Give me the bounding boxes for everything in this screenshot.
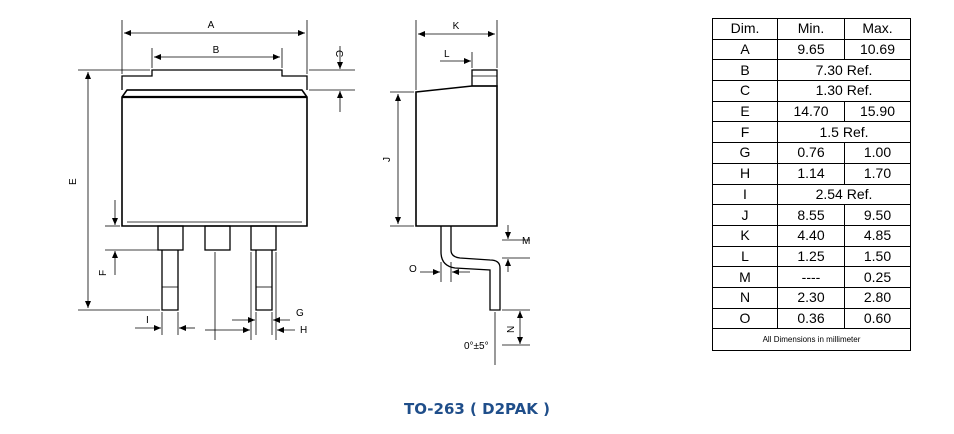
cell-max: 1.50 <box>844 245 911 268</box>
label-H: H <box>300 325 307 336</box>
cell-dim: J <box>712 204 778 226</box>
cell-max: 0.25 <box>844 266 911 288</box>
cell-dim: I <box>712 183 778 206</box>
header-min: Min. <box>777 18 845 40</box>
cell-dim: H <box>712 162 778 185</box>
cell-dim: A <box>712 38 778 61</box>
cell-dim: G <box>712 142 778 164</box>
cell-min: 8.55 <box>777 204 845 226</box>
cell-max: 15.90 <box>844 100 911 123</box>
cell-dim: E <box>712 100 778 123</box>
table-row: M----0.25 <box>712 266 911 288</box>
cell-min: 1.25 <box>777 245 845 268</box>
header-max: Max. <box>844 18 911 40</box>
label-G: G <box>296 308 304 319</box>
cell-max: 1.70 <box>844 162 911 185</box>
label-J: J <box>382 157 393 162</box>
cell-min: 1.14 <box>777 162 845 185</box>
cell-ref: 7.30 Ref. <box>777 59 911 82</box>
package-caption: TO-263 ( D2PAK ) <box>404 400 550 418</box>
label-B: B <box>213 45 220 56</box>
label-C: C <box>333 50 344 57</box>
cell-min: 2.30 <box>777 286 845 309</box>
front-dimensions <box>78 20 355 340</box>
label-N: N <box>506 326 517 333</box>
table-header-row: Dim. Min. Max. <box>712 18 911 40</box>
cell-ref: 1.30 Ref. <box>777 80 911 102</box>
label-A: A <box>208 20 215 31</box>
cell-min: 14.70 <box>777 100 845 123</box>
cell-min: 0.76 <box>777 142 845 164</box>
side-view <box>415 69 501 311</box>
cell-dim: B <box>712 59 778 82</box>
label-E: E <box>68 178 79 185</box>
cell-dim: F <box>712 121 778 144</box>
side-dimensions <box>390 20 530 365</box>
cell-dim: N <box>712 286 778 309</box>
label-F: F <box>98 270 109 276</box>
front-labels: A B C E F I G H <box>68 20 344 336</box>
cell-max: 1.00 <box>844 142 911 164</box>
cell-max: 9.50 <box>844 204 911 226</box>
label-angle: 0°±5° <box>464 341 489 352</box>
label-O: O <box>409 264 417 275</box>
label-L: L <box>444 49 450 60</box>
header-dim: Dim. <box>712 18 778 40</box>
table-footer-note: All Dimensions in millimeter <box>712 328 911 352</box>
cell-dim: L <box>712 245 778 268</box>
cell-ref: 2.54 Ref. <box>777 183 911 206</box>
package-drawing: A B C E F I G H <box>68 20 530 365</box>
cell-dim: K <box>712 224 778 247</box>
label-K: K <box>453 21 460 32</box>
cell-max: 4.85 <box>844 224 911 247</box>
cell-min: 9.65 <box>777 38 845 61</box>
front-view <box>121 69 308 311</box>
cell-dim: M <box>712 266 778 288</box>
table-footer-row: All Dimensions in millimeter <box>712 328 911 352</box>
cell-min: 0.36 <box>777 307 845 330</box>
cell-min: ---- <box>777 266 845 288</box>
cell-dim: C <box>712 80 778 102</box>
label-M: M <box>522 236 530 247</box>
cell-min: 4.40 <box>777 224 845 247</box>
side-labels: K L J M O N 0°±5° <box>382 21 530 352</box>
cell-max: 2.80 <box>844 286 911 309</box>
cell-max: 10.69 <box>844 38 911 61</box>
cell-max: 0.60 <box>844 307 911 330</box>
cell-ref: 1.5 Ref. <box>777 121 911 144</box>
cell-dim: O <box>712 307 778 330</box>
label-I: I <box>146 315 149 326</box>
